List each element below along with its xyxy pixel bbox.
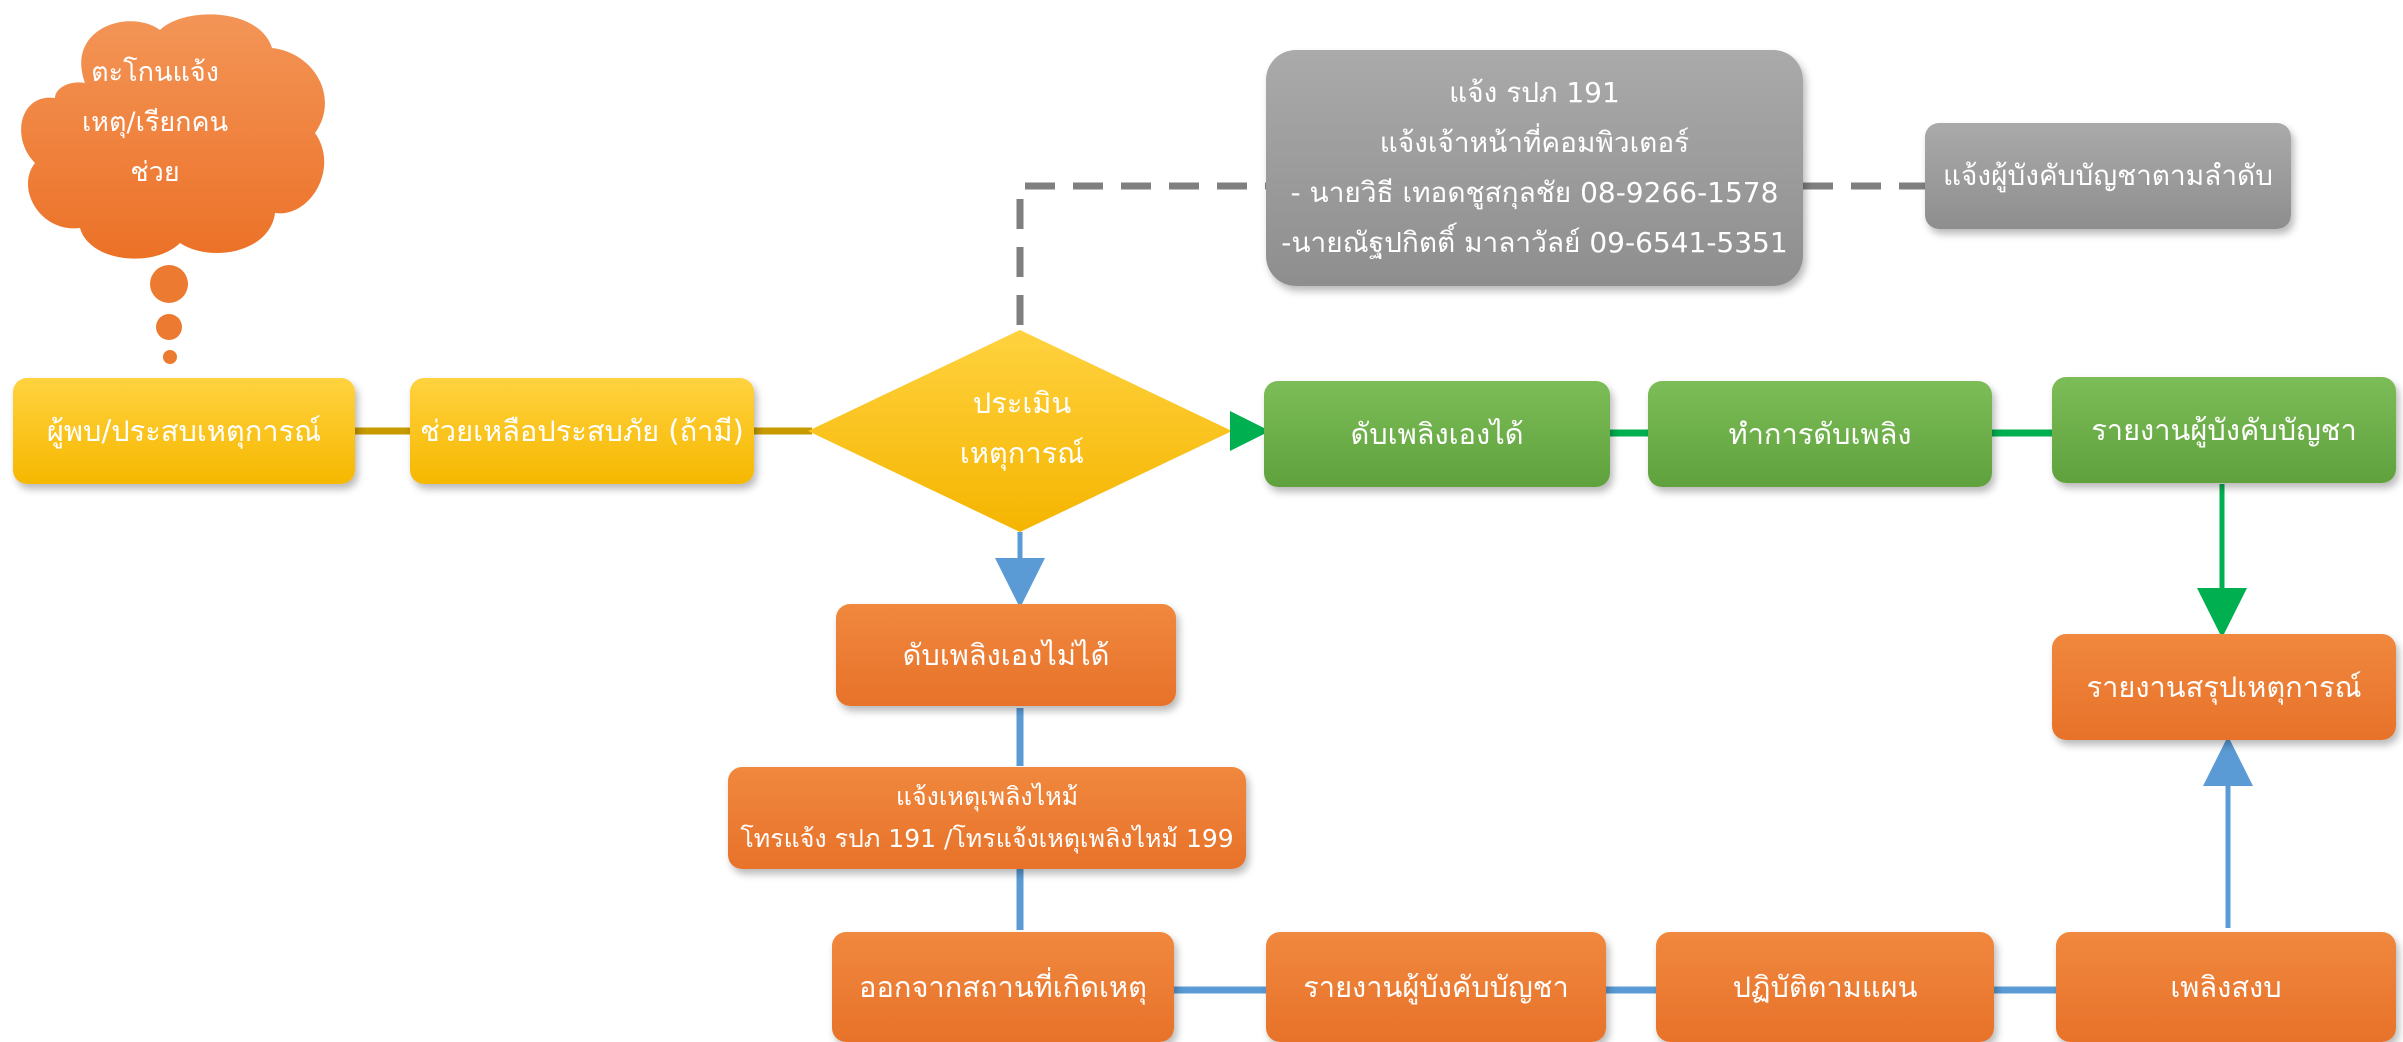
node-label: -นายณัฐปกิตติ์ มาลาวัลย์ 09-6541-5351	[1281, 226, 1788, 259]
node-rescue: ช่วยเหลือประสบภัย (ถ้ามี)	[410, 378, 754, 484]
node-label: แจ้งเหตุเพลิงไหม้	[895, 782, 1079, 811]
node-label: ดับเพลิงเองได้	[1350, 417, 1524, 451]
node-label: ประเมิน	[972, 386, 1072, 420]
node-extinguishing: ทำการดับเพลิง	[1648, 381, 1992, 487]
node-witness: ผู้พบ/ประสบเหตุการณ์	[13, 378, 355, 484]
node-label: รายงานผู้บังคับบัญชา	[2091, 413, 2357, 447]
node-label: รายงานสรุปเหตุการณ์	[2086, 670, 2362, 704]
cloud-line: เหตุ/เรียกคน	[81, 107, 229, 138]
assess-diamond-shape	[808, 330, 1232, 532]
node-label: - นายวิธี เทอดชูสกุลชัย 08-9266-1578	[1290, 176, 1779, 209]
node-label: เหตุการณ์	[959, 436, 1085, 470]
thought-cloud-shape	[21, 14, 325, 364]
node-label: แจ้งเจ้าหน้าที่คอมพิวเตอร์	[1379, 126, 1690, 159]
node-report-summary: รายงานสรุปเหตุการณ์	[2052, 634, 2396, 740]
node-cannot-extinguish: ดับเพลิงเองไม่ได้	[836, 604, 1176, 706]
node-label: รายงานผู้บังคับบัญชา	[1303, 970, 1569, 1004]
thought-cloud-text: ตะโกนแจ้ง เหตุ/เรียกคน ช่วย	[40, 48, 270, 198]
node-report-supervisor-bottom: รายงานผู้บังคับบัญชา	[1266, 932, 1606, 1042]
node-assess: ประเมิน เหตุการณ์	[812, 378, 1232, 478]
node-evacuate: ออกจากสถานที่เกิดเหตุ	[832, 932, 1174, 1042]
cloud-line: ช่วย	[130, 157, 180, 188]
connector-assess-notify	[1016, 182, 1266, 325]
cloud-line: ตะโกนแจ้ง	[91, 57, 219, 88]
node-label: ผู้พบ/ประสบเหตุการณ์	[46, 414, 322, 448]
node-label: เพลิงสงบ	[2170, 970, 2282, 1004]
node-label: ปฏิบัติตามแผน	[1732, 970, 1918, 1004]
node-fire-out: เพลิงสงบ	[2056, 932, 2396, 1042]
node-label: โทรแจ้ง รปภ 191 /โทรแจ้งเหตุเพลิงไหม้ 19…	[740, 824, 1234, 853]
node-follow-plan: ปฏิบัติตามแผน	[1656, 932, 1994, 1042]
node-label: แจ้งผู้บังคับบัญชาตามลำดับ	[1942, 159, 2274, 192]
node-label: ช่วยเหลือประสบภัย (ถ้ามี)	[420, 414, 744, 448]
node-label: ดับเพลิงเองไม่ได้	[902, 638, 1110, 672]
node-notify-chain: แจ้งผู้บังคับบัญชาตามลำดับ	[1925, 123, 2291, 229]
node-label: ออกจากสถานที่เกิดเหตุ	[859, 970, 1147, 1004]
node-notify-security: แจ้ง รปภ 191 แจ้งเจ้าหน้าที่คอมพิวเตอร์ …	[1266, 50, 1803, 286]
node-call-fire: แจ้งเหตุเพลิงไหม้ โทรแจ้ง รปภ 191 /โทรแจ…	[728, 767, 1246, 869]
node-can-extinguish: ดับเพลิงเองได้	[1264, 381, 1610, 487]
node-report-supervisor-top: รายงานผู้บังคับบัญชา	[2052, 377, 2396, 483]
node-label: ทำการดับเพลิง	[1728, 417, 1912, 451]
node-label: แจ้ง รปภ 191	[1449, 76, 1620, 109]
